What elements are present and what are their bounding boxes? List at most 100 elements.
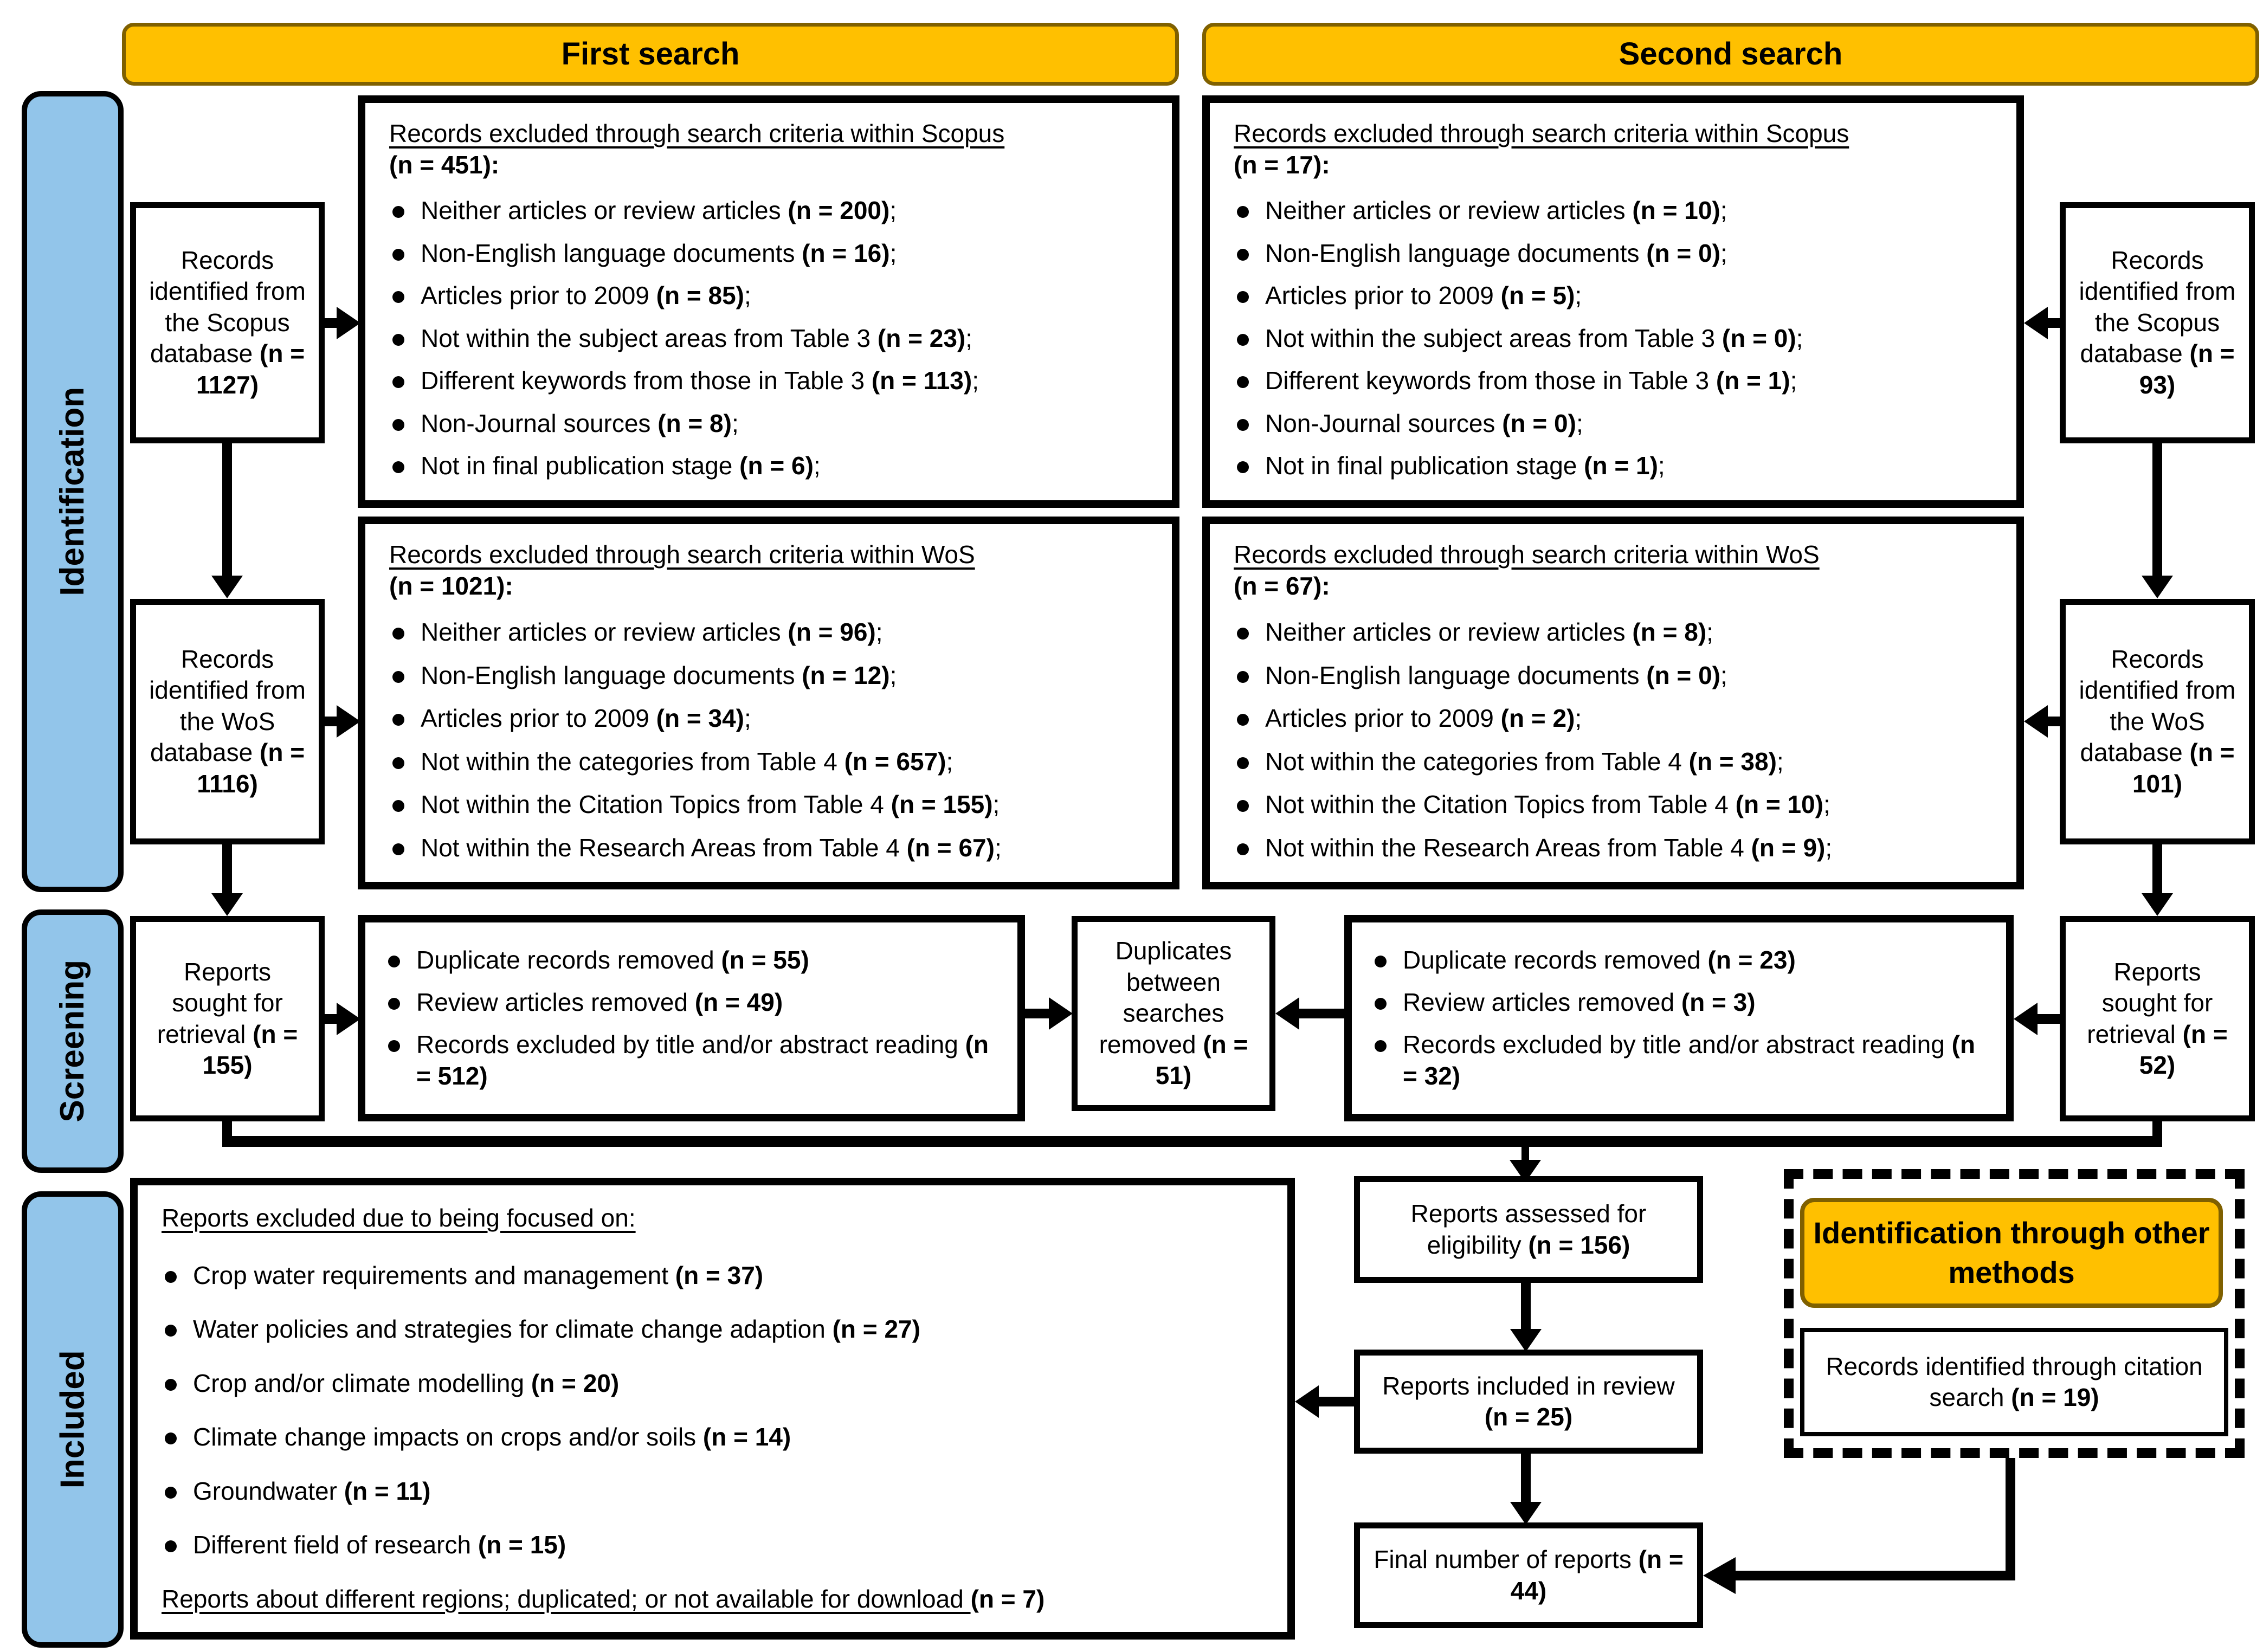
reason-item: Different field of research (n = 15): [162, 1530, 1263, 1561]
second-reports-to-screenlist-arrowhead: [2014, 1003, 2038, 1035]
other-methods-header-label: Identification through other methods: [1813, 1215, 2210, 1289]
first-search-header-label: First search: [561, 36, 740, 72]
assessed-to-review-arrow: [1521, 1283, 1531, 1330]
phase-identification: Identification: [22, 91, 124, 892]
exclusion-item: Not within the subject areas from Table …: [1234, 323, 1995, 354]
exclusion-item: Neither articles or review articles (n =…: [1234, 617, 1995, 648]
exclusion-item: Not within the categories from Table 4 (…: [389, 746, 1150, 778]
reason-item: Crop and/or climate modelling (n = 20): [162, 1368, 1263, 1399]
first-scopus-db-text: Records identified from the Scopus datab…: [149, 246, 306, 399]
first-wos-exclusion-box: Records excluded through search criteria…: [358, 517, 1179, 889]
second-wos-db-box: Records identified from the WoS database…: [2060, 599, 2255, 844]
first-wosdb-to-exclusion-arrowhead: [337, 705, 360, 738]
exclusion-item: Different keywords from those in Table 3…: [1234, 365, 1995, 397]
screening-item: Duplicate records removed (n = 55): [385, 945, 998, 976]
second-wosdb-to-exclusion-arrow: [2047, 717, 2060, 726]
second-scopusdb-to-exclusion-arrowhead: [2024, 307, 2048, 339]
exclusion-item: Articles prior to 2009 (n = 85);: [389, 280, 1150, 312]
exclusion-item: Not within the Research Areas from Table…: [1234, 833, 1995, 864]
first-scopusdb-to-exclusion-arrowhead: [337, 307, 360, 339]
exclusion-item: Not within the Research Areas from Table…: [389, 833, 1150, 864]
screening-item: Review articles removed (n = 3): [1371, 987, 1987, 1018]
second-reports-to-screenlist-arrow: [2036, 1014, 2060, 1024]
first-wosdb-to-reports-arrowhead: [211, 893, 243, 916]
citation-search-box: Records identified through citation sear…: [1800, 1328, 2228, 1436]
screening-item: Duplicate records removed (n = 23): [1371, 945, 1987, 976]
second-screenlist-to-duplicates-arrow: [1298, 1009, 1344, 1018]
screening-item: Review articles removed (n = 49): [385, 987, 998, 1018]
exclusion-item: Non-English language documents (n = 12);: [389, 660, 1150, 692]
second-scopusdb-to-wosdb-arrowhead: [2142, 576, 2173, 598]
review-to-reasons-arrow: [1318, 1397, 1354, 1406]
duplicates-between-text: Duplicates between searches removed (n =…: [1099, 937, 1248, 1090]
exclusion-item: Not within the subject areas from Table …: [389, 323, 1150, 354]
review-to-final-arrow: [1521, 1454, 1531, 1503]
first-reports-sought-text: Reports sought for retrieval (n = 155): [157, 957, 298, 1080]
duplicates-between-box: Duplicates between searches removed (n =…: [1072, 916, 1275, 1111]
exclusion-item: Non-English language documents (n = 0);: [1234, 238, 1995, 269]
final-reports-text: Final number of reports (n = 44): [1374, 1545, 1684, 1605]
other-methods-header: Identification through other methods: [1800, 1198, 2223, 1308]
second-scopus-db-box: Records identified from the Scopus datab…: [2060, 202, 2255, 443]
first-scopusdb-to-wosdb-arrow: [222, 443, 232, 577]
othermethods-to-final-arrowhead: [1703, 1557, 1736, 1594]
first-screenlist-to-duplicates-arrowhead: [1049, 997, 1073, 1030]
reason-item: Climate change impacts on crops and/or s…: [162, 1422, 1263, 1453]
screening-item: Records excluded by title and/or abstrac…: [1371, 1029, 1987, 1092]
first-reports-to-screenlist-arrowhead: [337, 1003, 360, 1035]
reason-item: Groundwater (n = 11): [162, 1476, 1263, 1507]
second-search-header-label: Second search: [1619, 36, 1843, 72]
second-reports-sought-text: Reports sought for retrieval (n = 52): [2087, 957, 2228, 1080]
reason-item: Crop water requirements and management (…: [162, 1260, 1263, 1292]
first-wosdb-to-exclusion-arrow: [325, 717, 338, 726]
first-reports-to-screenlist-arrow: [325, 1014, 338, 1024]
first-wos-db-text: Records identified from the WoS database…: [149, 644, 306, 798]
reason-item: Water policies and strategies for climat…: [162, 1314, 1263, 1345]
phase-included-label: Included: [54, 1350, 92, 1489]
phase-screening: Screening: [22, 909, 124, 1173]
exclusion-item: Non-English language documents (n = 0);: [1234, 660, 1995, 692]
second-wosdb-to-exclusion-arrowhead: [2024, 705, 2048, 738]
first-screenlist-to-duplicates-arrow: [1025, 1009, 1050, 1018]
second-wos-exclusion-heading: Records excluded through search criteria…: [1234, 540, 1820, 600]
first-reports-sought-box: Reports sought for retrieval (n = 155): [130, 916, 325, 1121]
merge-horizontal-line: [222, 1136, 2162, 1147]
second-search-header: Second search: [1202, 23, 2259, 86]
first-wos-db-box: Records identified from the WoS database…: [130, 599, 325, 844]
first-scopusdb-to-wosdb-arrowhead: [211, 576, 243, 598]
citation-search-text: Records identified through citation sear…: [1826, 1352, 2203, 1412]
exclusion-item: Not in final publication stage (n = 6);: [389, 450, 1150, 482]
reasons-footer: Reports about different regions; duplica…: [162, 1584, 1045, 1613]
first-wos-exclusion-heading: Records excluded through search criteria…: [389, 540, 975, 600]
exclusion-item: Not within the Citation Topics from Tabl…: [389, 789, 1150, 821]
first-scopusdb-to-exclusion-arrow: [325, 318, 338, 328]
reports-assessed-text: Reports assessed for eligibility (n = 15…: [1410, 1199, 1647, 1259]
other-methods-dashed-container: [1784, 1169, 2245, 1458]
exclusion-item: Not within the categories from Table 4 (…: [1234, 746, 1995, 778]
final-reports-box: Final number of reports (n = 44): [1354, 1522, 1703, 1628]
second-scopus-exclusion-heading: Records excluded through search criteria…: [1234, 119, 1849, 179]
first-screening-removed-box: Duplicate records removed (n = 55) Revie…: [358, 915, 1025, 1121]
exclusion-item: Articles prior to 2009 (n = 5);: [1234, 280, 1995, 312]
second-scopus-db-text: Records identified from the Scopus datab…: [2079, 246, 2236, 399]
first-scopus-db-box: Records identified from the Scopus datab…: [130, 202, 325, 443]
reports-assessed-box: Reports assessed for eligibility (n = 15…: [1354, 1176, 1703, 1283]
second-scopusdb-to-exclusion-arrow: [2047, 318, 2060, 328]
second-scopusdb-to-wosdb-arrow: [2152, 443, 2162, 577]
second-screening-removed-box: Duplicate records removed (n = 23) Revie…: [1344, 915, 2014, 1121]
reports-included-box: Reports included in review (n = 25): [1354, 1350, 1703, 1454]
second-wosdb-to-reports-arrowhead: [2142, 893, 2173, 916]
first-scopus-exclusion-box: Records excluded through search criteria…: [358, 95, 1179, 508]
merge-to-assessed-stem: [1521, 1147, 1529, 1161]
assessed-to-review-arrowhead: [1510, 1329, 1542, 1352]
othermethods-elbow-vertical: [2006, 1458, 2015, 1580]
exclusion-item: Not within the Citation Topics from Tabl…: [1234, 789, 1995, 821]
exclusion-item: Articles prior to 2009 (n = 34);: [389, 703, 1150, 734]
phase-screening-label: Screening: [54, 960, 92, 1122]
review-to-reasons-arrowhead: [1295, 1385, 1319, 1418]
exclusion-item: Different keywords from those in Table 3…: [389, 365, 1150, 397]
second-scopus-exclusion-box: Records excluded through search criteria…: [1202, 95, 2024, 508]
exclusion-item: Not in final publication stage (n = 1);: [1234, 450, 1995, 482]
reports-excluded-reasons-box: Reports excluded due to being focused on…: [130, 1178, 1295, 1640]
